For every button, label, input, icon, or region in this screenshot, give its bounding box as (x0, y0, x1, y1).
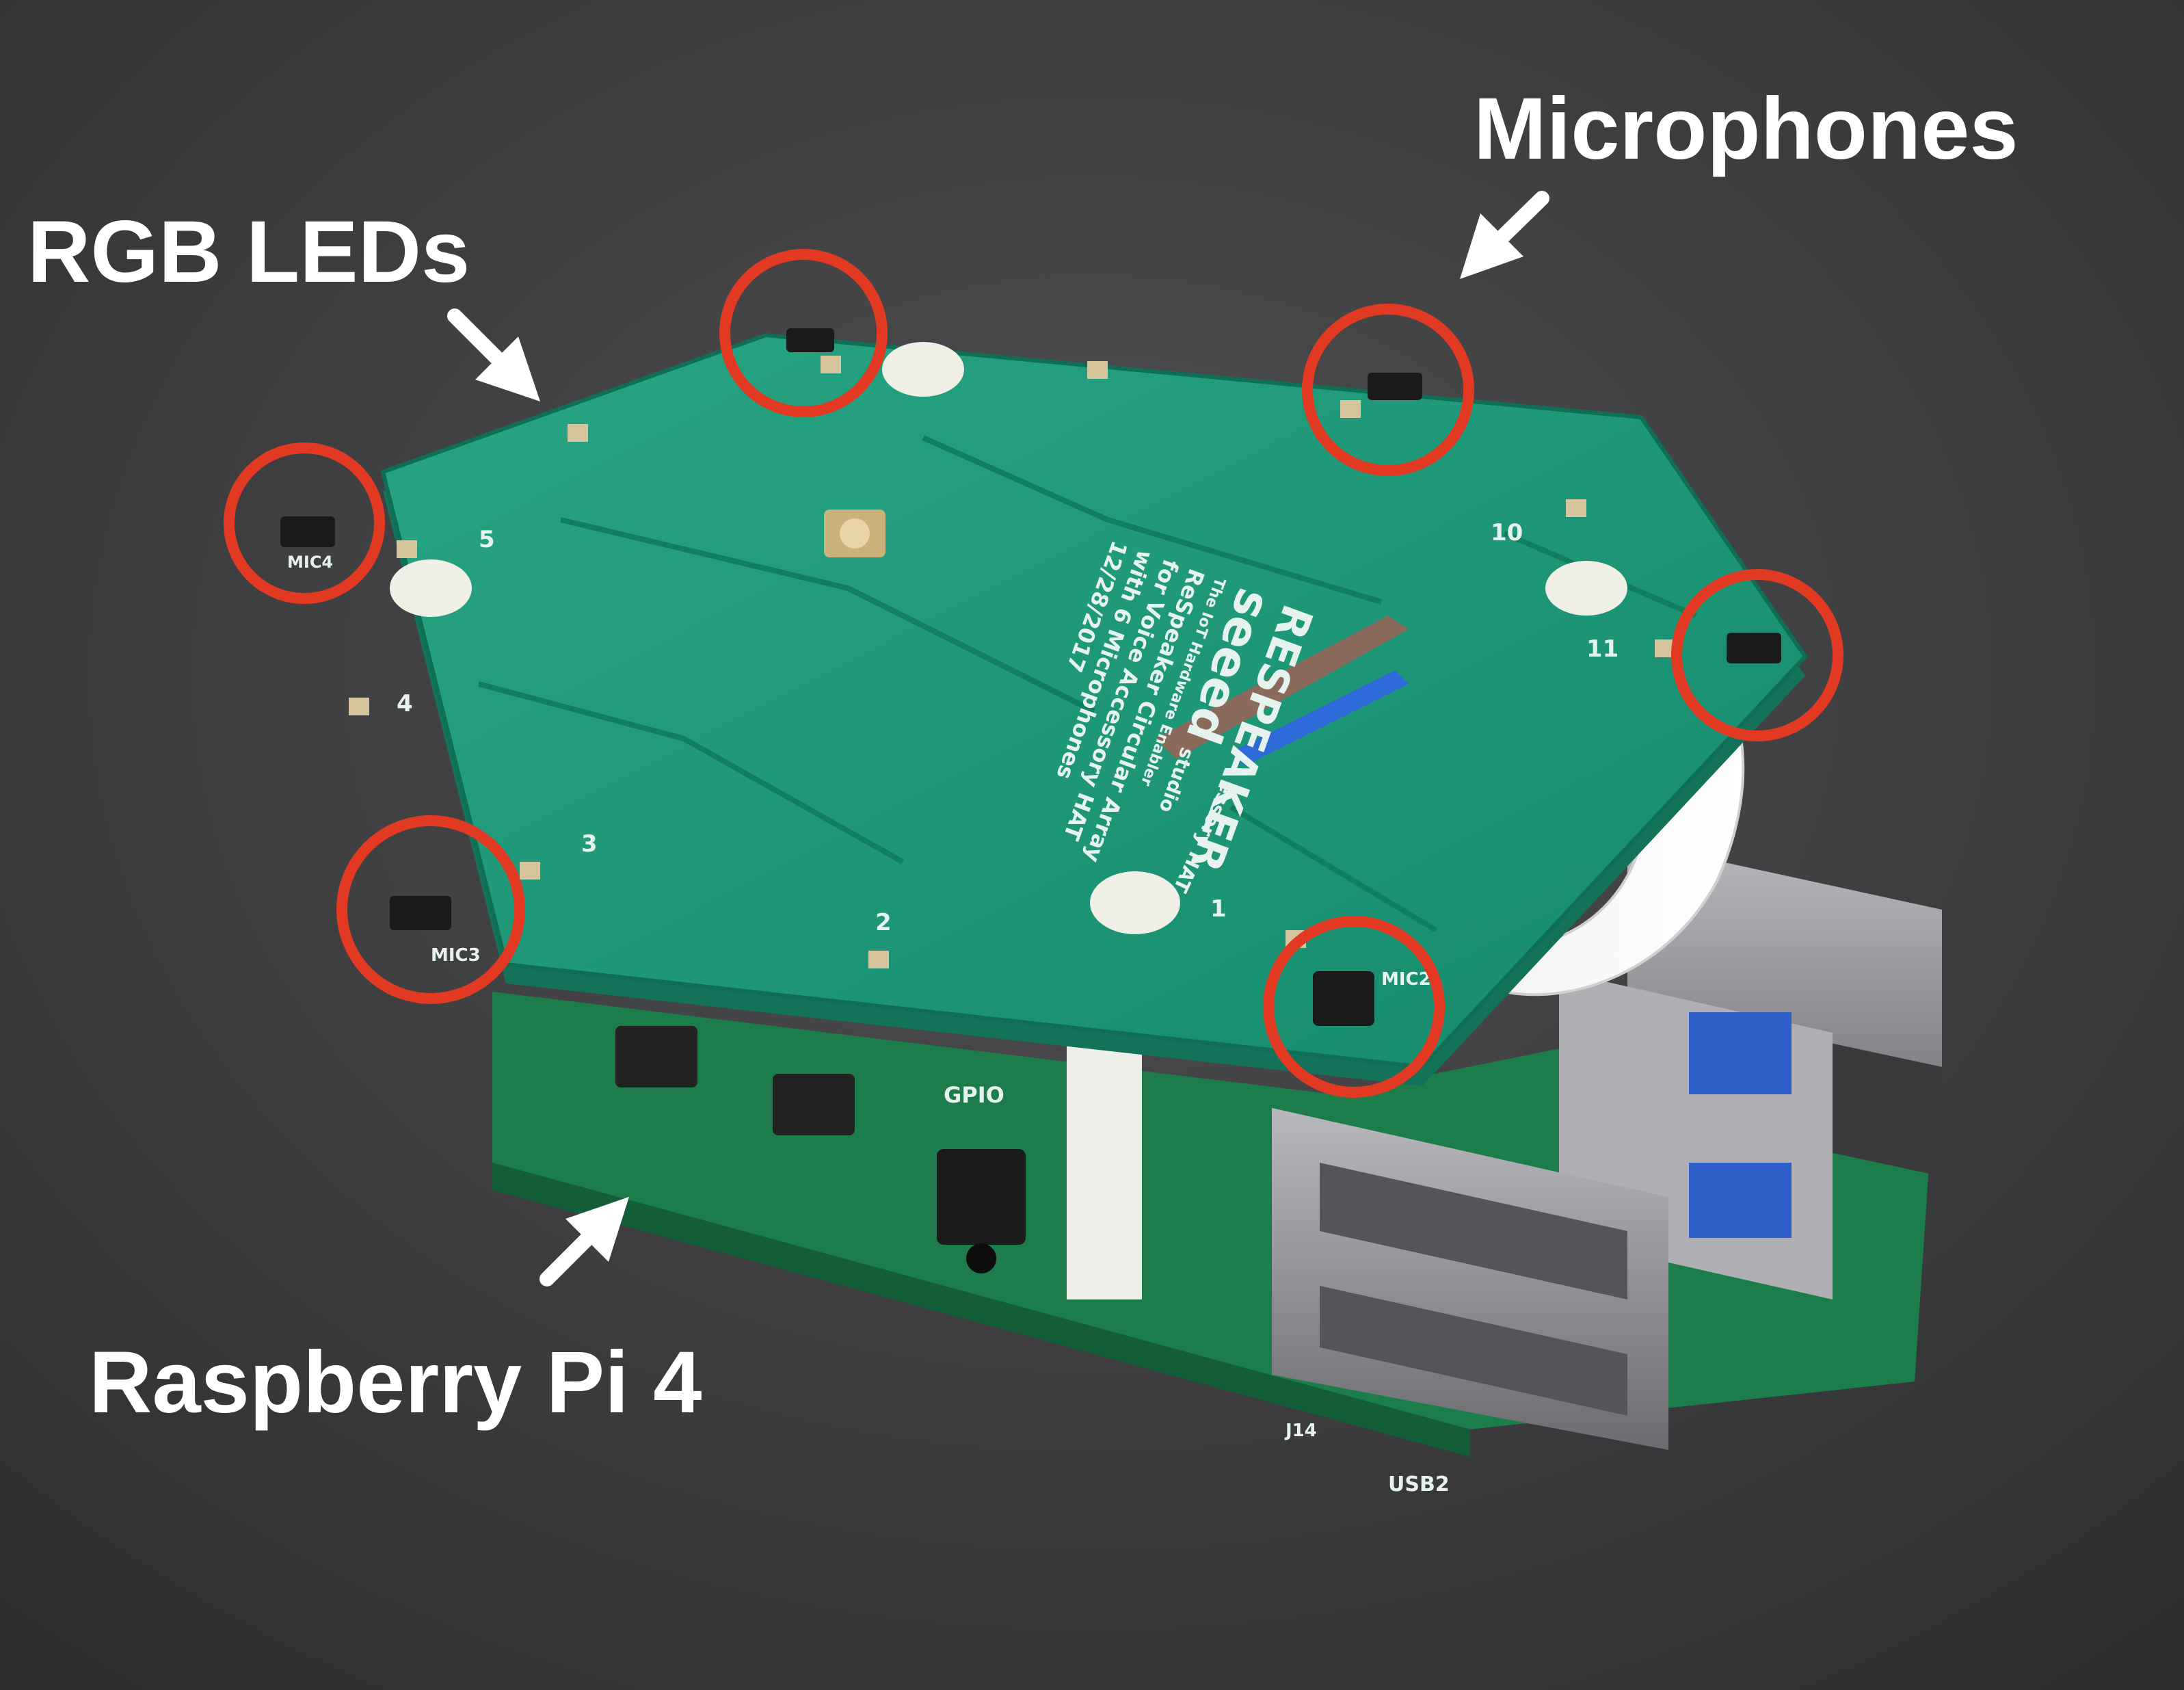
led-number: 10 (1491, 519, 1523, 546)
microphone (280, 516, 335, 547)
microphone (1313, 971, 1374, 1026)
rgb-led (1087, 361, 1108, 379)
mic-silk-label: MIC2 (1381, 969, 1431, 990)
rgb-led (1340, 400, 1361, 418)
microphones-label: Microphones (1474, 80, 2019, 178)
rgb-leds-arrow (447, 308, 540, 401)
microphone (1368, 373, 1422, 400)
led-number: 11 (1586, 635, 1619, 663)
mic-highlight-circle (224, 443, 385, 604)
microphones-arrow (1460, 191, 1549, 279)
raspberry-pi-arrow (540, 1197, 629, 1286)
mic-highlight-circle (336, 815, 525, 1004)
microphone (1727, 633, 1781, 663)
mic-highlight-circle (1263, 916, 1445, 1098)
annotation-arrows (447, 191, 1549, 1286)
led-number: 2 (875, 909, 892, 936)
raspberry-pi-board: GPIO USB2 J14 (492, 841, 1942, 1496)
rgb-led (349, 698, 369, 715)
led-number: 1 (1210, 895, 1227, 923)
respeaker-pcb: 1 2 3 4 5 10 11 MIC3 MIC2 MIC4 RESPEAKER… (280, 328, 1808, 1086)
led-number: 5 (479, 526, 495, 553)
led-number: 4 (397, 690, 413, 717)
j14-silk-label: J14 (1284, 1421, 1317, 1441)
rgb-led (520, 862, 540, 880)
rgb-led (568, 424, 588, 442)
rgb-leds-label: RGB LEDs (27, 203, 470, 301)
led-number: 3 (581, 830, 598, 858)
gpio-silk-label: GPIO (944, 1082, 1004, 1108)
rgb-led (1566, 499, 1586, 517)
mic-silk-label: MIC4 (287, 553, 333, 572)
spacer (1067, 1040, 1142, 1299)
mic-highlight-circle (719, 249, 888, 417)
mic-silk-label: MIC3 (431, 945, 481, 966)
microphone (786, 328, 834, 352)
mic-highlight-circle (1302, 304, 1474, 476)
usb2-silk-label: USB2 (1388, 1473, 1450, 1496)
microphone-highlights (224, 249, 1843, 1098)
microphone (390, 896, 451, 930)
mic-highlight-circle (1671, 569, 1843, 741)
rgb-led (821, 356, 841, 373)
raspberry-pi-label: Raspberry Pi 4 (89, 1334, 702, 1431)
rgb-led (397, 540, 417, 558)
fpc-connector (1156, 616, 1409, 759)
rgb-led (868, 951, 889, 968)
